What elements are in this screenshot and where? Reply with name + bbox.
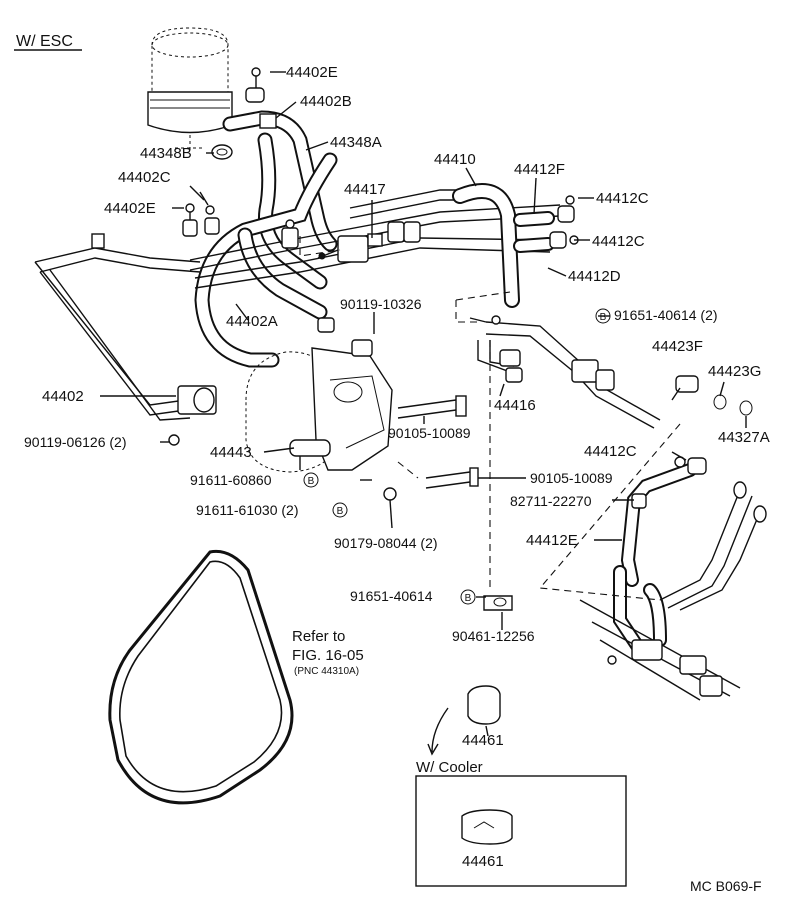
label-44402e-top: 44402E — [286, 64, 338, 81]
reference-line-2: FIG. 16-05 — [292, 647, 364, 664]
label-44348a: 44348A — [330, 134, 382, 151]
svg-text:B: B — [600, 312, 607, 323]
marker-b-91651-40614-b: B — [460, 589, 476, 605]
bolt-90105-10089-b — [425, 467, 479, 489]
clamp-44348b — [211, 144, 233, 160]
hose-clamp-44402e — [245, 67, 265, 103]
clamp-44412c-mid — [549, 231, 579, 249]
label-90105-10089-a: 90105-10089 — [388, 425, 471, 441]
label-44402e-left: 44402E — [104, 200, 156, 217]
oring-44327a — [739, 400, 753, 416]
label-44402: 44402 — [42, 388, 84, 405]
reference-line-3: (PNC 44310A) — [294, 666, 359, 677]
cooler-box — [415, 775, 627, 887]
label-44412c-top: 44412C — [596, 190, 649, 207]
marker-b-91651-40614-a: B — [595, 308, 611, 324]
cooler-variant-arrow — [427, 707, 449, 756]
label-91651-40614-2: 91651-40614 (2) — [614, 307, 718, 323]
clip-82711-22270 — [631, 493, 647, 509]
drive-belt — [108, 549, 294, 805]
label-44461-b: 44461 — [462, 853, 504, 870]
clamp-44412c-low — [674, 456, 707, 475]
reservoir-tank — [147, 27, 233, 150]
label-90119-06126-2: 90119-06126 (2) — [24, 434, 126, 450]
hose-assembly-44412e — [579, 463, 767, 701]
label-90461-12256: 90461-12256 — [452, 628, 535, 644]
label-91611-61030-2: 91611-61030 (2) — [196, 502, 298, 518]
label-44412e: 44412E — [526, 532, 578, 549]
leader-lines — [100, 71, 747, 737]
cooler-box-title: W/ Cooler — [416, 759, 483, 776]
svg-text:B: B — [308, 476, 315, 487]
clamp-44412c-top — [557, 195, 575, 223]
label-44443: 44443 — [210, 444, 252, 461]
label-91611-60860: 91611-60860 — [190, 472, 272, 488]
drawing-code: MC B069-F — [690, 878, 762, 894]
label-44412c-low: 44412C — [584, 443, 637, 460]
label-90105-10089-b: 90105-10089 — [530, 470, 613, 486]
label-91651-40614: 91651-40614 — [350, 588, 433, 604]
label-44461-a: 44461 — [462, 732, 504, 749]
label-44423f: 44423F — [652, 338, 703, 355]
return-tube-44417 — [189, 189, 561, 289]
grommet-44461 — [467, 685, 501, 725]
label-44412c-mid: 44412C — [592, 233, 645, 250]
label-90119-10326: 90119-10326 — [340, 296, 422, 312]
label-82711-22270: 82711-22270 — [510, 493, 592, 509]
label-44412d: 44412D — [568, 268, 621, 285]
label-44410: 44410 — [434, 151, 476, 168]
label-44416: 44416 — [494, 397, 536, 414]
nut-90179-08044 — [383, 487, 397, 501]
label-44348b: 44348B — [140, 145, 192, 162]
reference-line-1: Refer to — [292, 628, 345, 645]
gasket-44423g — [713, 394, 727, 410]
pressure-tube-44402 — [34, 233, 217, 446]
marker-b-91611-60860: B — [303, 472, 319, 488]
label-44402a: 44402A — [226, 313, 278, 330]
clamp-44402c — [199, 191, 220, 235]
union-44423f — [675, 375, 699, 393]
clamp-44402e-left — [182, 203, 198, 237]
dashed-guides — [299, 236, 681, 601]
svg-text:B: B — [337, 506, 344, 517]
svg-text:B: B — [465, 593, 472, 604]
hose-assembly-44416 — [469, 315, 661, 429]
label-44412f: 44412F — [514, 161, 565, 178]
power-steering-pump-44443 — [245, 317, 393, 473]
marker-b-91611-61030: B — [332, 502, 348, 518]
label-44327a: 44327A — [718, 429, 770, 446]
label-90179-08044-2: 90179-08044 (2) — [334, 535, 438, 551]
label-44423g: 44423G — [708, 363, 761, 380]
variant-label: W/ ESC — [16, 33, 73, 50]
clamp-90461-12256 — [483, 595, 513, 611]
label-44402c: 44402C — [118, 169, 171, 186]
bolt-90105-10089-a — [397, 395, 467, 419]
label-44417: 44417 — [344, 181, 386, 198]
label-44402b: 44402B — [300, 93, 352, 110]
